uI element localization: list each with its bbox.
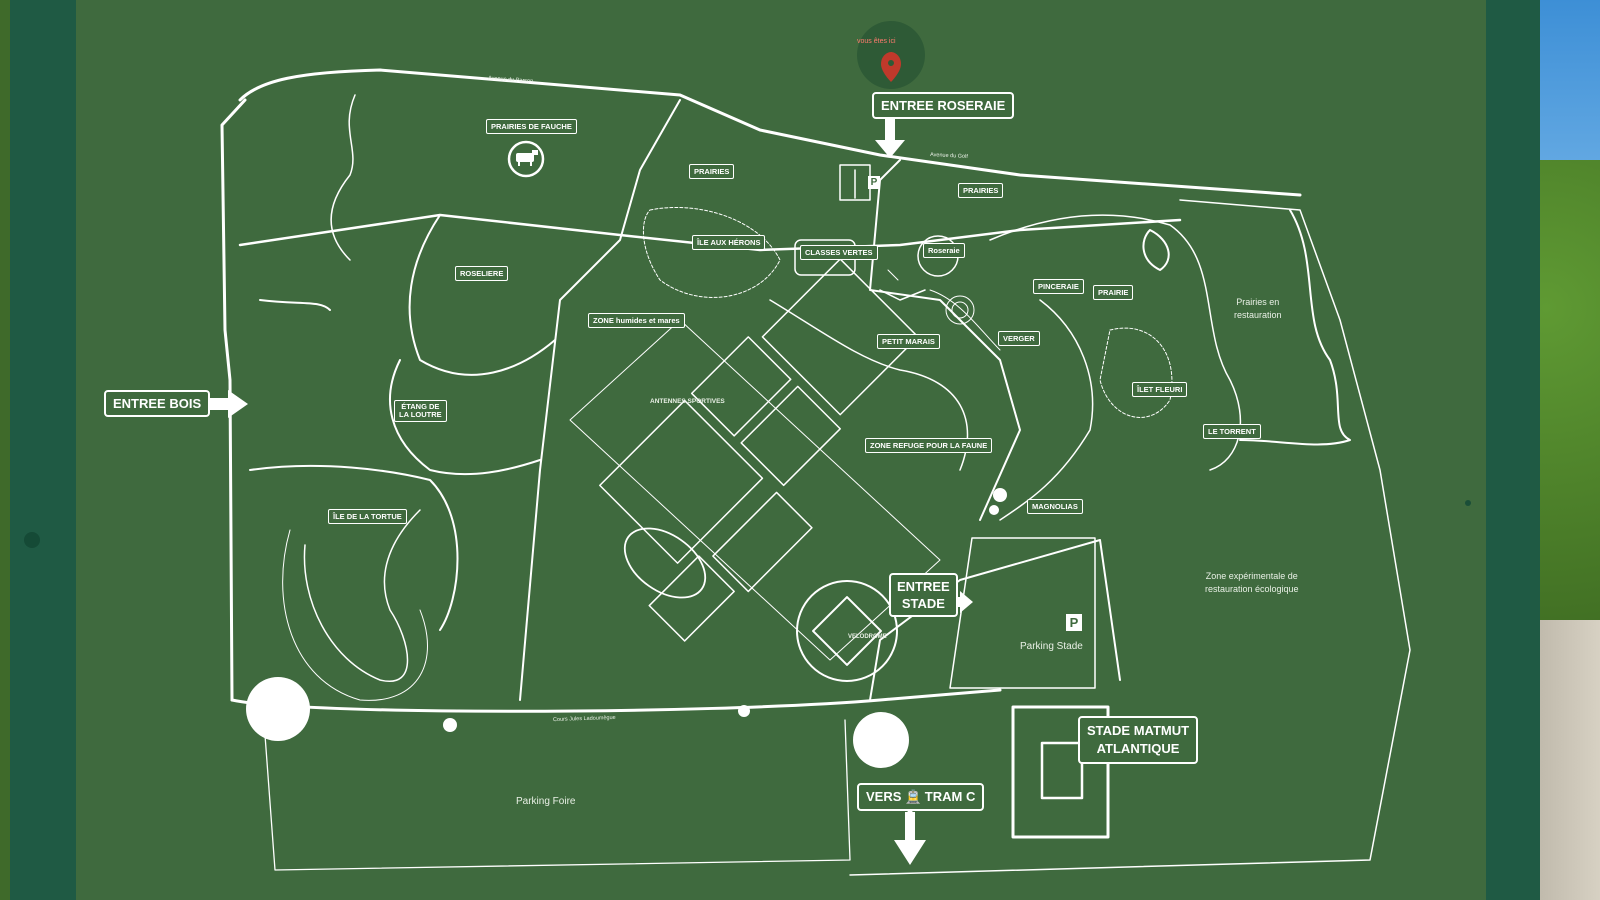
area-prairies-de-fauche: PRAIRIES DE FAUCHE xyxy=(486,119,577,134)
bolt xyxy=(1465,500,1471,506)
stade-matmut-label: STADE MATMUT ATLANTIQUE xyxy=(1078,716,1199,764)
area-roseliere: ROSELIERE xyxy=(455,266,509,281)
you-are-here-label: vous êtes ici xyxy=(857,38,896,45)
parking-icon: P xyxy=(1066,614,1082,631)
area-ilet-fleuri: ÎLET FLEURI xyxy=(1132,382,1188,397)
area-antennes-sportives: ANTENNES SPORTIVES xyxy=(650,398,725,405)
stadium-line2: ATLANTIQUE xyxy=(1096,741,1180,756)
area-ile-aux-herons: ÎLE AUX HÉRONS xyxy=(692,235,766,250)
prairies-restauration-label: Prairies en restauration xyxy=(1234,296,1282,322)
area-zone-humides: ZONE humides et mares xyxy=(588,313,685,328)
area-magnolias: MAGNOLIAS xyxy=(1027,499,1083,514)
area-ile-tortue: ÎLE DE LA TORTUE xyxy=(328,509,407,524)
entree-stade-line1: ENTREE xyxy=(897,579,950,594)
arrow-down-icon xyxy=(894,812,926,865)
entree-stade-line2: STADE xyxy=(901,596,945,611)
area-le-torrent: LE TORRENT xyxy=(1203,424,1261,439)
area-verger: VERGER xyxy=(998,331,1040,346)
etang-line2: LA LOUTRE xyxy=(399,410,442,419)
parking-stade-label: Parking Stade xyxy=(1020,641,1083,652)
vers-tram-label: VERS 🚊 TRAM C xyxy=(857,783,985,811)
area-prairies-2: PRAIRIES xyxy=(958,183,1004,198)
stadium-line1: STADE MATMUT xyxy=(1087,723,1190,738)
arrow-right-icon xyxy=(205,390,248,418)
entree-bois-label: ENTREE BOIS xyxy=(104,390,211,417)
entree-stade-label: ENTREE STADE xyxy=(889,573,958,617)
area-roseraie: Roseraie xyxy=(923,243,965,258)
entree-roseraie-label: ENTREE ROSERAIE xyxy=(872,92,1015,119)
zone-experimentale-label: Zone expérimentale de restauration écolo… xyxy=(1205,570,1299,596)
parking-icon: P xyxy=(868,176,880,189)
zone-exp-line2: restauration écologique xyxy=(1205,584,1299,594)
area-prairies-1: PRAIRIES xyxy=(689,164,735,179)
map-board xyxy=(76,0,1486,900)
arrow-down-icon xyxy=(875,117,905,158)
area-classes-vertes: CLASSES VERTES xyxy=(800,245,878,260)
prairies-restauration-line1: Prairies en xyxy=(1236,297,1280,307)
area-velodrome: VELODROME xyxy=(848,634,887,640)
area-etang-loutre: ÉTANG DE LA LOUTRE xyxy=(394,400,447,422)
parking-foire-label: Parking Foire xyxy=(516,796,576,807)
area-petit-marais: PETIT MARAIS xyxy=(877,334,940,349)
arrow-right-icon xyxy=(945,591,973,613)
area-zone-refuge: ZONE REFUGE POUR LA FAUNE xyxy=(865,438,993,453)
etang-line1: ÉTANG DE xyxy=(401,402,440,411)
zone-exp-line1: Zone expérimentale de xyxy=(1205,571,1298,581)
area-prairie: PRAIRIE xyxy=(1093,285,1134,300)
bolt xyxy=(24,532,40,548)
cow-icon xyxy=(507,140,545,178)
area-pinceraie: PINCERAIE xyxy=(1033,279,1084,294)
location-pin-icon xyxy=(881,52,901,82)
prairies-restauration-line2: restauration xyxy=(1234,310,1282,320)
